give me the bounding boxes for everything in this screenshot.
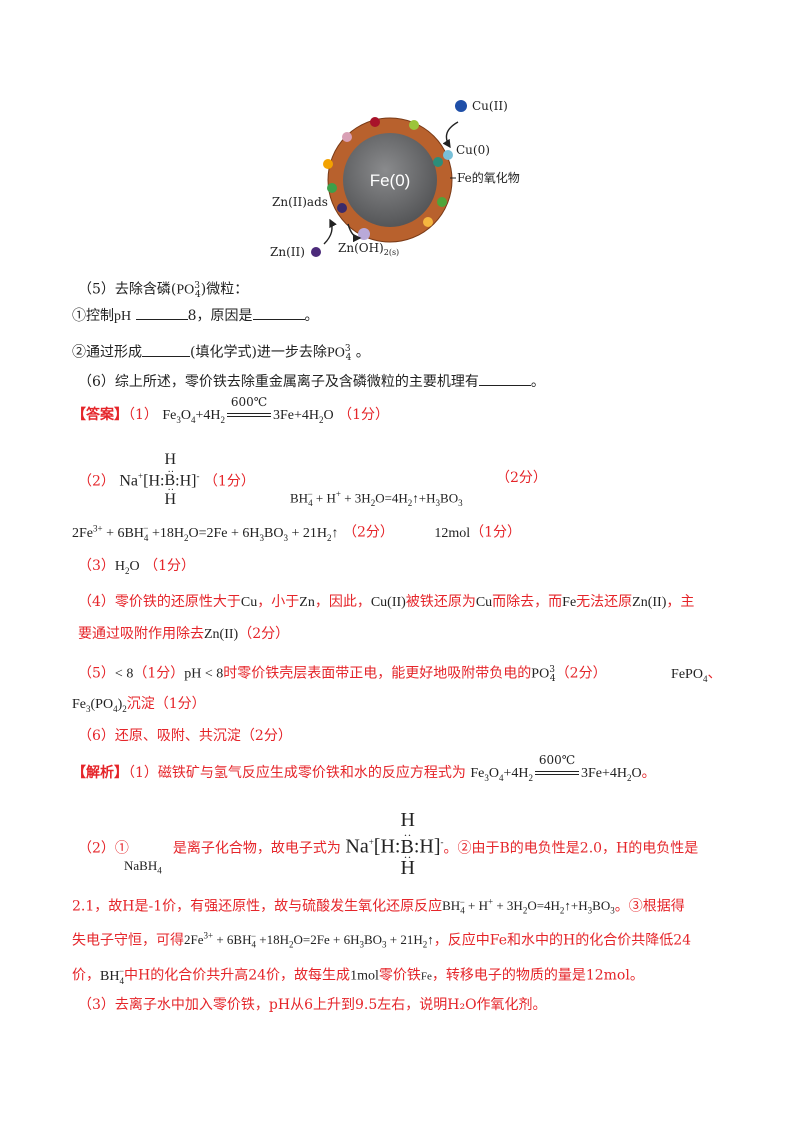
analysis-6: （3）去离子水中加入零价铁，pH从6上升到9.5左右，说明H₂O作氧化剂。 bbox=[78, 997, 547, 1013]
particle-cu0 bbox=[443, 150, 453, 160]
particle-cu2 bbox=[455, 100, 467, 112]
label-znoh: Zn(OH)2(s) bbox=[338, 241, 399, 257]
q5-title: （5）去除含磷(PO34)微粒： bbox=[78, 281, 249, 301]
lewis-nabh4-large: Na+[H:H··B··H:H]- bbox=[345, 808, 444, 879]
label-cu2: Cu(II) bbox=[472, 99, 508, 113]
arrow-znoh bbox=[347, 223, 362, 243]
fe-core bbox=[343, 133, 437, 227]
analysis-3: 2.1，故H是-1价，有强还原性，故与硫酸发生氧化还原反应BH4− + H+ +… bbox=[72, 897, 685, 916]
particle-orange bbox=[323, 159, 333, 169]
label-zn2: Zn(II) bbox=[270, 245, 305, 259]
answer-3: （3）H2O （1分） bbox=[78, 558, 196, 576]
answer-5-line2: Fe3(PO4)2沉淀（1分） bbox=[72, 696, 206, 714]
particle-orange2 bbox=[423, 217, 433, 227]
arrow-zn bbox=[323, 218, 337, 245]
label-cu0: Cu(0) bbox=[456, 143, 490, 157]
fe-core-label: Fe(0) bbox=[370, 171, 411, 190]
particle-pink bbox=[342, 132, 352, 142]
q5-item2: ②通过形成(填化学式)进一步去除PO34 。 bbox=[72, 339, 370, 368]
label-znads: Zn(II)ads bbox=[272, 195, 328, 209]
blank-ph[interactable] bbox=[135, 305, 188, 320]
answer-2-score: （2分） bbox=[496, 470, 547, 486]
answer-2-eq1: BH4− + H+ + 3H2O=4H2↑+H3BO3 bbox=[290, 489, 463, 508]
answer-4: （4）零价铁的还原性大于Cu，小于Zn，因此，Cu(II)被铁还原为Cu而除去，… bbox=[78, 594, 695, 610]
particle-znads bbox=[337, 203, 347, 213]
particle-red bbox=[370, 117, 380, 127]
fe-particle-diagram: Fe(0) Cu(II) Cu(0) Fe的氧化物 Zn(II)ads Zn(I… bbox=[270, 99, 520, 259]
blank-mechanism[interactable] bbox=[478, 371, 531, 386]
arrow-cu bbox=[442, 121, 459, 149]
particle-zn2 bbox=[311, 247, 321, 257]
particle-green bbox=[437, 197, 447, 207]
answer-2: （2） Na+[H:H··B··H:H]- （1分） bbox=[78, 451, 255, 509]
answer-6: （6）还原、吸附、共沉淀（2分） bbox=[78, 728, 292, 744]
particle-lime bbox=[409, 120, 419, 130]
label-oxide: Fe的氧化物 bbox=[457, 170, 520, 185]
analysis-nabh4: NaBH4 bbox=[124, 858, 162, 876]
answer-4-line2: 要通过吸附作用除去Zn(II)（2分） bbox=[78, 626, 290, 642]
particle-green2 bbox=[327, 183, 337, 193]
answer-2-eq2: 2Fe3+ + 6BH4− +18H2O=2Fe + 6H3BO3 + 21H2… bbox=[72, 523, 522, 543]
q6: （6）综上所述，零价铁去除重金属离子及含磷微粒的主要机理有。 bbox=[78, 371, 545, 392]
particle-teal bbox=[433, 157, 443, 167]
blank-reason[interactable] bbox=[252, 305, 305, 320]
analysis-5: 价，BH4−中H的化合价共升高24价，故每生成1mol零价铁Fe，转移电子的物质… bbox=[72, 966, 644, 986]
lewis-nabh4-small: Na+[H:H··B··H:H]- bbox=[119, 451, 200, 509]
q5-item1: ①控制pH 8，原因是。 bbox=[72, 305, 319, 327]
answer-5: （5）< 8（1分）pH < 8时零价铁壳层表面带正电，能更好地吸附带负电的PO… bbox=[78, 665, 722, 685]
blank-formula[interactable] bbox=[142, 342, 190, 357]
analysis-4: 失电子守恒，可得2Fe3+ + 6BH4− +18H2O=2Fe + 6H3BO… bbox=[72, 931, 692, 950]
